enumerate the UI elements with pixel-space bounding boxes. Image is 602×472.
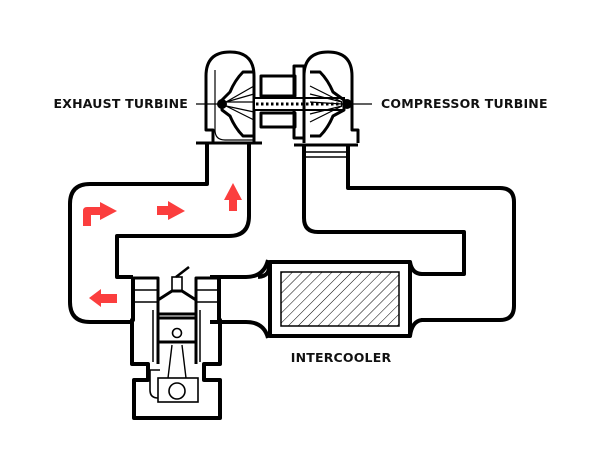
intercooler — [257, 260, 423, 338]
exhaust-turbine-label: EXHAUST TURBINE — [54, 96, 188, 111]
arrow-up — [224, 183, 242, 211]
arrow-left — [89, 289, 117, 307]
exhaust-pipe — [68, 141, 262, 324]
arrow-bent-right — [83, 202, 117, 226]
engine-cylinder — [130, 266, 222, 420]
intercooler-label: INTERCOOLER — [291, 350, 392, 365]
compressor-turbine-label: COMPRESSOR TURBINE — [381, 96, 548, 111]
exhaust-turbine — [204, 50, 256, 143]
arrow-right — [157, 201, 185, 220]
shaft — [253, 64, 345, 140]
flow-arrows — [83, 183, 242, 307]
